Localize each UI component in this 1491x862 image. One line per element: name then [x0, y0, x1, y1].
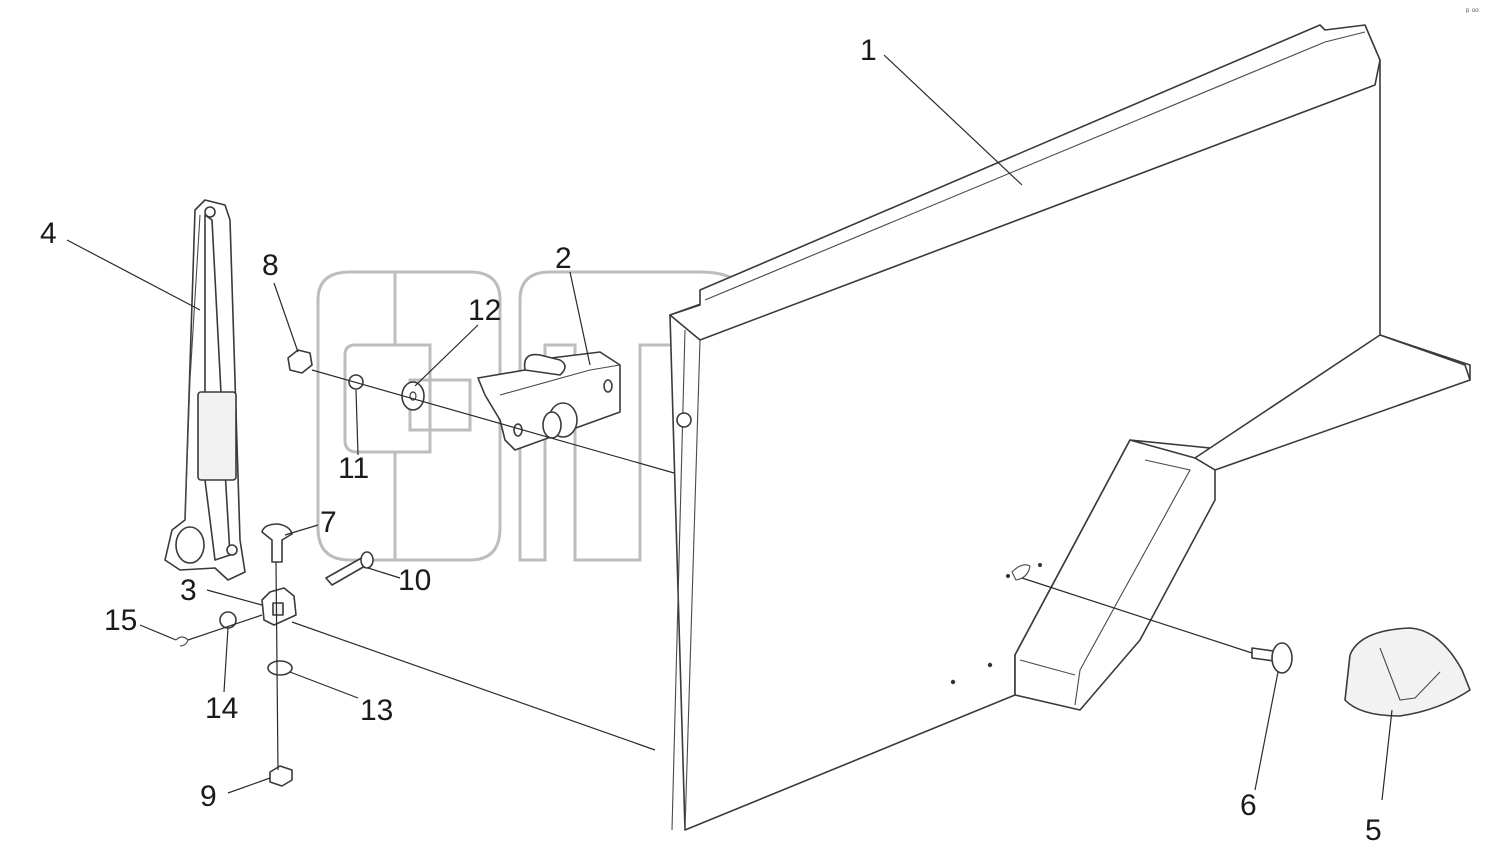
strut-line [184, 214, 201, 521]
axis-line [187, 614, 263, 641]
strut-pin [226, 544, 238, 556]
cap-crease [1379, 647, 1441, 701]
leader-14 [223, 627, 229, 693]
part-3-clevis-slot [272, 602, 284, 616]
panel-hole [987, 662, 993, 668]
callout-2: 2 [555, 242, 572, 275]
callout-9: 9 [200, 780, 217, 813]
callout-3: 3 [180, 574, 197, 607]
fender-arch-side [1014, 439, 1216, 711]
bracket-button-base [542, 411, 562, 439]
part-7-bolt [261, 523, 293, 563]
callout-8: 8 [262, 249, 279, 282]
strut-top-pin [204, 206, 216, 218]
bracket-tab [523, 353, 566, 376]
callout-13: 13 [360, 694, 393, 727]
panel-hole [950, 679, 956, 685]
part-6-bolt [1251, 642, 1293, 674]
bolt-head [1271, 642, 1293, 674]
bracket-hole [603, 379, 613, 393]
leader-15 [139, 624, 177, 641]
leader-8 [273, 282, 299, 353]
callout-1: 1 [860, 34, 877, 67]
part-15-cotter-pin [175, 636, 189, 647]
watermark-letter-2 [393, 270, 502, 562]
assembly-axes [187, 369, 1253, 771]
leader-1 [883, 54, 1023, 186]
panel-hole [1006, 574, 1010, 578]
callout-11: 11 [338, 452, 369, 485]
leader-2 [569, 271, 591, 366]
leader-13 [289, 671, 359, 699]
callout-4: 4 [40, 217, 57, 250]
part-9-nut [269, 765, 293, 787]
panel-top-rim [669, 24, 1381, 341]
bracket-bend [499, 364, 621, 396]
callout-10: 10 [398, 564, 431, 597]
leader-4 [66, 239, 201, 311]
axis-line [1021, 577, 1253, 654]
leader-6 [1254, 671, 1279, 791]
strut-hinge [175, 526, 205, 564]
part-4-strut [164, 199, 246, 581]
callout-14: 14 [205, 692, 238, 725]
leader-lines [66, 54, 1393, 801]
panel-edge-line [684, 339, 701, 831]
leader-7 [284, 524, 319, 536]
fender-arch-top [1194, 334, 1471, 471]
strut-sleeve [197, 391, 237, 481]
part-1-panel [669, 24, 1471, 831]
leader-11 [355, 389, 359, 456]
panel-rim-crease [704, 31, 1366, 301]
fasteners [175, 349, 425, 787]
part-8-nut [287, 349, 313, 374]
fender-crease-2 [1019, 659, 1076, 676]
callout-labels: 1 2 3 4 5 6 7 8 9 10 11 12 13 14 15 [40, 34, 1382, 847]
axis-line [291, 621, 656, 751]
panel-slot [1011, 564, 1031, 581]
callout-15: 15 [104, 604, 137, 637]
callout-6: 6 [1240, 789, 1257, 822]
leader-9 [227, 777, 271, 794]
part-14-washer [219, 611, 237, 629]
panel-hole-boss [676, 412, 692, 428]
fender-crease [1074, 459, 1191, 706]
callout-5: 5 [1365, 814, 1382, 847]
part-5-cap [1344, 627, 1471, 717]
watermark-letter-1 [316, 270, 397, 562]
part-10-pin-head [360, 551, 374, 569]
callout-12: 12 [468, 294, 501, 327]
panel-hole [1038, 563, 1042, 567]
leader-3 [206, 589, 263, 606]
leader-12 [414, 324, 479, 387]
cap-body [1344, 627, 1471, 717]
leader-5 [1381, 709, 1393, 801]
axis-line [311, 369, 675, 474]
part-13-washer [267, 660, 293, 676]
corner-mark: ᵖ ᵒᵒ [1466, 6, 1479, 16]
callout-7: 7 [320, 506, 337, 539]
leader-10 [367, 567, 401, 579]
axis-line [275, 561, 279, 771]
part-2-bracket [477, 351, 621, 451]
